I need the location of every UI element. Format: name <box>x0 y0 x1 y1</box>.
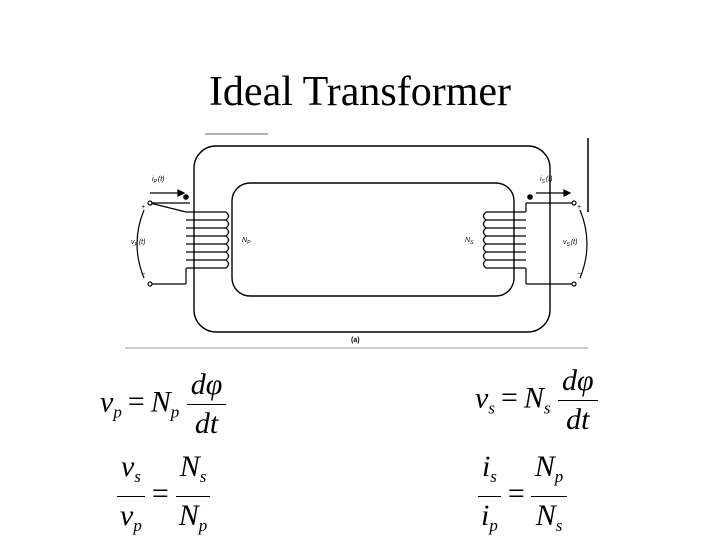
secondary-current-label: iS(t) <box>540 176 553 185</box>
eq4-right-denominator: Ns <box>535 499 563 535</box>
primary-voltage-arrow <box>136 209 145 279</box>
eq4-left-denominator: ip <box>481 499 498 535</box>
core-inner <box>231 182 515 297</box>
primary-winding <box>186 211 230 269</box>
eq1-coef: N <box>150 385 171 419</box>
eq3-left-denominator: vp <box>120 499 142 535</box>
primary-current-label: iP(t) <box>152 176 165 185</box>
secondary-winding <box>482 211 526 269</box>
transformer-diagram: iP(t) iS(t) vP(t) vS(t) NP NS + − + − (a… <box>125 133 589 349</box>
eq2-denominator: dt <box>566 403 590 436</box>
figure-caption: (a) <box>351 337 360 344</box>
eq3-equals: = <box>151 477 169 511</box>
eq1-lhs-sub: p <box>113 402 122 422</box>
secondary-plus: + <box>577 204 581 211</box>
eq4-left-numerator: is <box>477 450 501 497</box>
eq1-coef-sub: p <box>170 402 180 422</box>
primary-top-lead <box>149 202 187 213</box>
secondary-dot <box>527 194 533 200</box>
eq4-right-numerator: Np <box>530 450 568 497</box>
eq2-equals: = <box>500 381 518 415</box>
slide-title: Ideal Transformer <box>208 69 512 115</box>
secondary-voltage-arrow <box>579 209 588 279</box>
eq1-denominator: dt <box>194 407 219 440</box>
eq3-left-numerator: vs <box>116 450 145 497</box>
secondary-terminal-bottom <box>571 281 577 287</box>
eq2-lhs: v <box>475 381 489 415</box>
eq1-lhs: v <box>100 385 114 419</box>
eq1-equals: = <box>127 385 145 419</box>
eq4-equals: = <box>507 477 525 511</box>
secondary-terminal-top <box>571 200 577 206</box>
eq2-lhs-sub: s <box>488 398 495 418</box>
eq2-coef: N <box>523 381 544 415</box>
secondary-voltage-label: vS(t) <box>563 239 577 248</box>
secondary-minus: − <box>577 271 581 278</box>
primary-turns-label: NP <box>242 237 251 246</box>
secondary-turns-label: NS <box>465 237 474 246</box>
eq2-coef-sub: s <box>543 398 551 418</box>
primary-dot <box>183 194 189 200</box>
primary-terminal-top <box>147 200 153 206</box>
eq3-right-denominator: Np <box>178 499 208 535</box>
eq1-numerator: dφ <box>186 368 227 405</box>
primary-terminal-bottom <box>147 281 153 287</box>
core-outer <box>193 145 551 333</box>
primary-plus: + <box>141 204 145 211</box>
eq3-right-numerator: Ns <box>175 450 211 497</box>
eq2-numerator: dφ <box>558 364 598 401</box>
primary-minus: − <box>141 271 145 278</box>
primary-voltage-label: vP(t) <box>131 239 145 248</box>
